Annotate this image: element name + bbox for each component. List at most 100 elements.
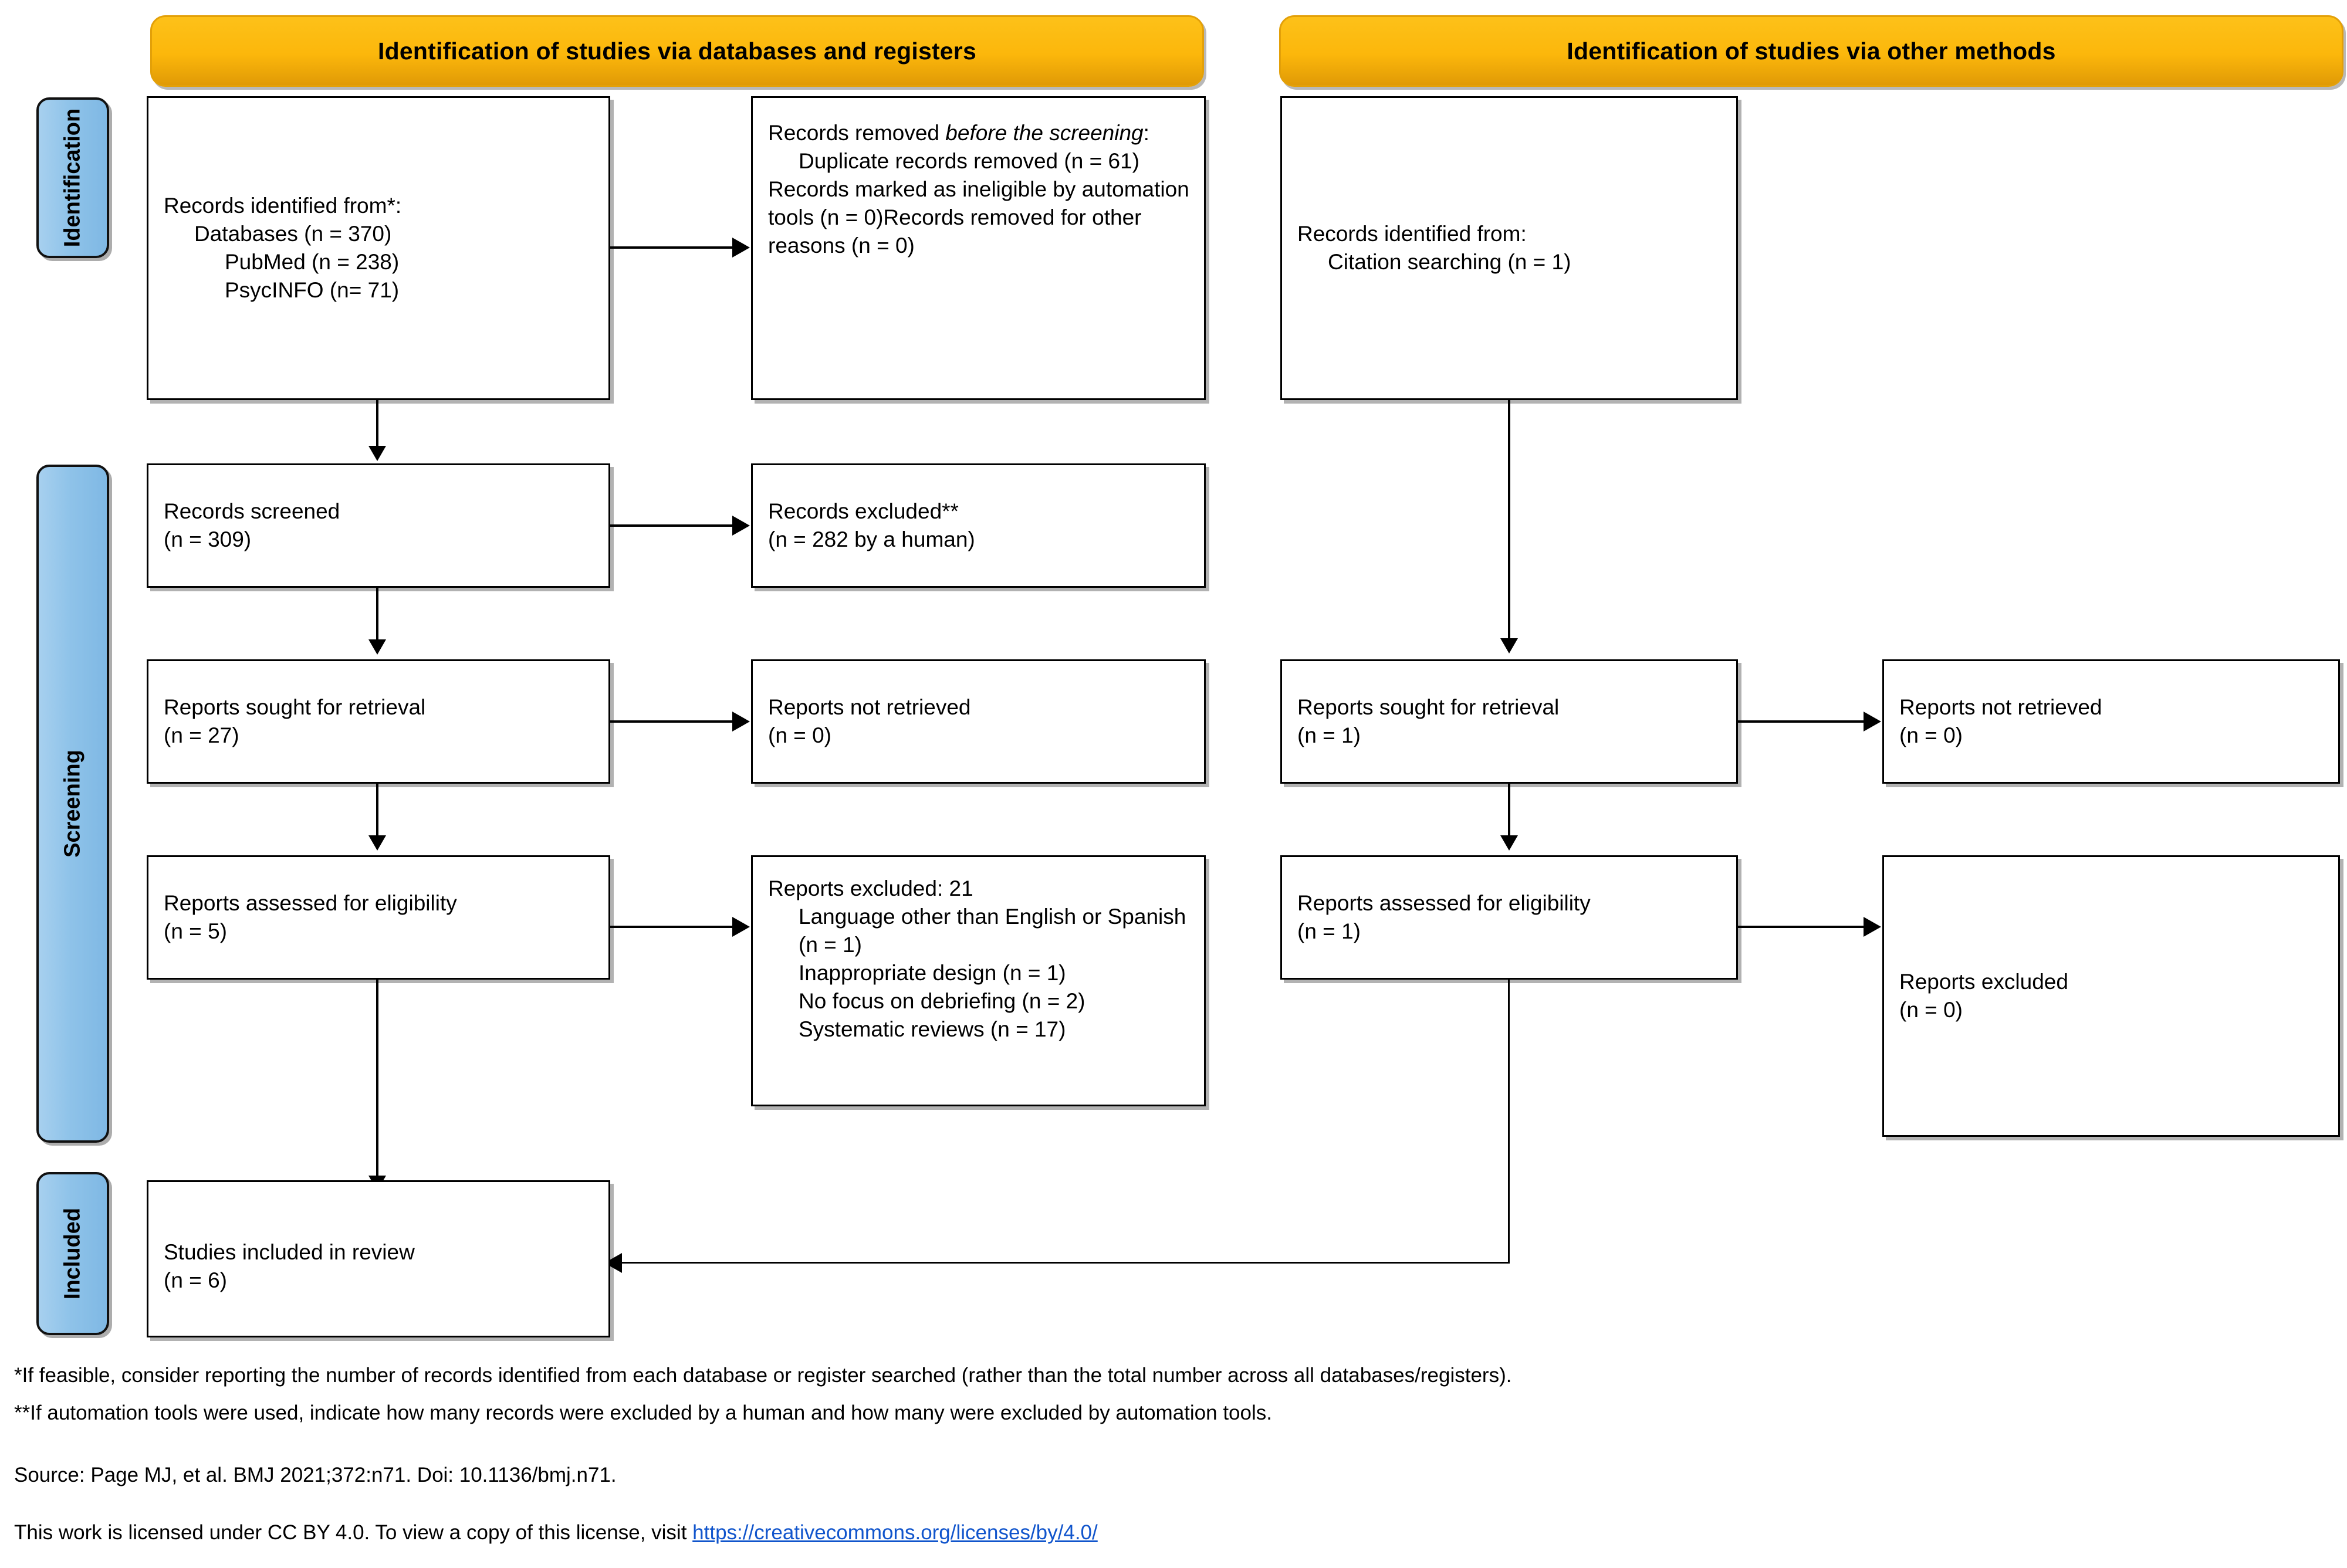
arrowhead-assessed-to-excluded-left [732,917,750,937]
box-reports-excluded-right-text: Reports excluded (n = 0) [1899,968,2329,1024]
box-reports-sought-right: Reports sought for retrieval (n = 1) [1280,659,1738,784]
header-databases-registers: Identification of studies via databases … [150,15,1204,87]
arrowhead-sought-to-notretrieved-left [732,712,750,731]
footnote-source: Source: Page MJ, et al. BMJ 2021;372:n71… [14,1464,617,1486]
arrowhead-sought-to-assessed-left [368,835,386,851]
arrowhead-screened-to-excluded [732,516,750,536]
footnote-license: This work is licensed under CC BY 4.0. T… [14,1518,1098,1548]
reports-sought-right-line2: (n = 1) [1297,723,1361,747]
box-reports-excluded-right: Reports excluded (n = 0) [1882,855,2340,1137]
records-identified-line3: PubMed (n = 238) [225,250,400,274]
connector-assessed-to-excluded-left [610,926,733,928]
connector-screened-to-sought [376,588,378,642]
box-reports-sought-left-text: Reports sought for retrieval (n = 27) [164,693,599,750]
connector-screened-to-excluded [610,524,733,527]
reports-not-retrieved-right-line1: Reports not retrieved [1899,695,2102,719]
arrowhead-identified-to-removed [732,238,750,258]
records-excluded-line1: Records excluded** [768,499,959,523]
header-databases-registers-label: Identification of studies via databases … [378,37,976,65]
box-records-removed-before-screening: Records removed before the screening:Dup… [751,96,1206,400]
connector-right-down-to-included [1508,980,1510,1264]
connector-sought-to-notretrieved-right [1738,720,1865,723]
box-reports-not-retrieved-right: Reports not retrieved (n = 0) [1882,659,2340,784]
reports-assessed-left-line2: (n = 5) [164,919,227,943]
records-identified-line1: Records identified from*: [164,193,402,218]
box-records-screened-text: Records screened (n = 309) [164,497,599,554]
box-reports-excluded-reasons-text: Reports excluded: 21 Language other than … [768,875,1195,1044]
box-studies-included: Studies included in review (n = 6) [147,1180,610,1337]
reports-excluded-right-line2: (n = 0) [1899,998,1963,1022]
phase-bar-identification: Identification [36,97,109,258]
phase-label-included: Included [60,1207,85,1300]
box-reports-assessed-right: Reports assessed for eligibility (n = 1) [1280,855,1738,980]
box-reports-assessed-right-text: Reports assessed for eligibility (n = 1) [1297,889,1727,946]
header-other-methods: Identification of studies via other meth… [1279,15,2343,87]
box-records-screened: Records screened (n = 309) [147,463,610,588]
box-reports-sought-right-text: Reports sought for retrieval (n = 1) [1297,693,1727,750]
box-reports-not-retrieved-right-text: Reports not retrieved (n = 0) [1899,693,2329,750]
reports-assessed-left-line1: Reports assessed for eligibility [164,890,457,915]
connector-right-left-to-included [622,1262,1509,1264]
phase-label-identification: Identification [60,108,85,248]
box-records-excluded: Records excluded** (n = 282 by a human) [751,463,1206,588]
phase-bar-screening: Screening [36,465,109,1143]
box-records-identified-other: Records identified from: Citation searchi… [1280,96,1738,400]
license-link[interactable]: https://creativecommons.org/licenses/by/… [692,1521,1098,1544]
reports-excluded-right-line1: Reports excluded [1899,969,2068,994]
reports-excluded-reasons-line5: Systematic reviews (n = 17) [799,1017,1066,1042]
records-screened-line2: (n = 309) [164,527,252,551]
studies-included-line1: Studies included in review [164,1240,415,1264]
records-removed-line2: Duplicate records removed (n = 61) [799,149,1139,174]
reports-assessed-right-line1: Reports assessed for eligibility [1297,890,1591,915]
records-screened-line1: Records screened [164,499,340,523]
header-other-methods-label: Identification of studies via other meth… [1567,37,2056,65]
footnote-double-asterisk: **If automation tools were used, indicat… [14,1401,1272,1424]
box-records-removed-text: Records removed before the screening:Dup… [768,119,1195,260]
connector-other-identified-to-sought [1508,400,1510,641]
phase-label-screening: Screening [60,750,85,858]
box-reports-sought-left: Reports sought for retrieval (n = 27) [147,659,610,784]
box-studies-included-text: Studies included in review (n = 6) [164,1238,599,1295]
arrowhead-sought-to-notretrieved-right [1864,712,1881,731]
phase-bar-included: Included [36,1172,109,1335]
records-identified-line2: Databases (n = 370) [194,221,392,246]
reports-sought-left-line1: Reports sought for retrieval [164,695,426,719]
reports-excluded-reasons-line2: Language other than English or Spanish (… [799,905,1186,957]
box-reports-not-retrieved-left: Reports not retrieved(n = 0) [751,659,1206,784]
records-identified-line4: PsycINFO (n= 71) [225,278,400,303]
records-removed-line1b: before the screening [945,121,1144,145]
records-removed-line1c: : [1143,121,1149,145]
records-excluded-line2: (n = 282 by a human) [768,527,975,551]
arrowhead-other-identified-to-sought [1500,638,1518,653]
box-records-identified-text: Records identified from*: Databases (n = … [164,192,599,304]
box-reports-assessed-left: Reports assessed for eligibility (n = 5) [147,855,610,980]
records-identified-other-line2: Citation searching (n = 1) [1328,250,1571,274]
arrowhead-identified-to-screened [368,446,386,461]
connector-identified-to-removed [610,246,733,249]
connector-assessed-to-excluded-right [1738,926,1865,928]
studies-included-line2: (n = 6) [164,1268,227,1293]
connector-sought-to-assessed-right [1508,784,1510,838]
reports-excluded-reasons-line1: Reports excluded: 21 [768,876,973,900]
box-reports-assessed-left-text: Reports assessed for eligibility (n = 5) [164,889,599,946]
arrowhead-assessed-to-excluded-right [1864,917,1881,937]
footnote-asterisk: *If feasible, consider reporting the num… [14,1364,1512,1387]
connector-assessed-to-included [376,980,378,1179]
box-records-identified-other-text: Records identified from: Citation searchi… [1297,220,1727,276]
records-removed-line1a: Records removed [768,121,946,145]
records-removed-line4: Records removed for other reasons (n = 0… [768,205,1142,258]
box-reports-excluded-reasons: Reports excluded: 21 Language other than … [751,855,1206,1106]
reports-sought-left-line2: (n = 27) [164,723,239,747]
records-identified-other-line1: Records identified from: [1297,221,1527,246]
license-text: This work is licensed under CC BY 4.0. T… [14,1521,693,1544]
box-records-excluded-text: Records excluded** (n = 282 by a human) [768,497,1195,554]
connector-identified-to-screened [376,400,378,448]
box-records-identified: Records identified from*: Databases (n = … [147,96,610,400]
connector-sought-to-notretrieved-left [610,720,733,723]
connector-sought-to-assessed-left [376,784,378,838]
arrowhead-sought-to-assessed-right [1500,835,1518,851]
reports-assessed-right-line2: (n = 1) [1297,919,1361,943]
reports-sought-right-line1: Reports sought for retrieval [1297,695,1560,719]
reports-not-retrieved-right-line2: (n = 0) [1899,723,1963,747]
